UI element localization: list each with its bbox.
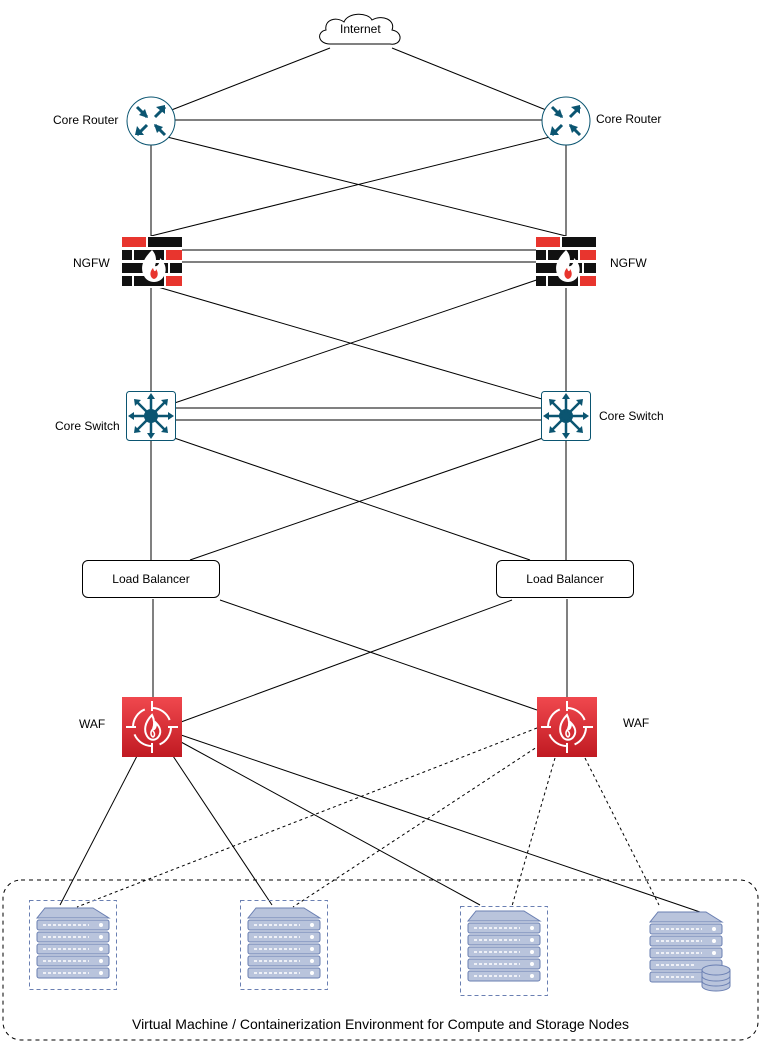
router-left-label: Core Router [53, 113, 119, 127]
environment-container [2, 879, 759, 1041]
link-internet-router-left [150, 47, 331, 119]
load-balancer-right: Load Balancer [496, 560, 634, 598]
load-balancer-left: Load Balancer [82, 560, 220, 598]
router-right-label: Core Router [596, 112, 662, 126]
link-internet-router-right [391, 47, 567, 119]
link-waf-left-node-1 [59, 755, 138, 906]
switch-right-label: Core Switch [599, 409, 664, 423]
cloud-icon [319, 13, 401, 45]
link-waf-right-node-2 [292, 744, 541, 908]
firewall-icon [122, 236, 182, 288]
router-icon [126, 96, 176, 146]
link-waf-right-node-3 [511, 757, 556, 907]
router-icon [541, 96, 591, 146]
database-icon [648, 911, 731, 992]
server-icon [460, 906, 548, 996]
waf-right-label: WAF [623, 716, 650, 730]
link-lb-left-waf-right [219, 599, 538, 711]
waf-icon [537, 697, 597, 757]
switch-left-label: Core Switch [55, 419, 120, 433]
link-ngfw-right-switch-left [150, 269, 567, 412]
link-switch-right-lb-left [189, 429, 567, 561]
link-router-right-ngfw-left [150, 132, 567, 237]
link-switch-left-lb-right [150, 429, 531, 561]
link-lb-right-waf-left [180, 599, 513, 723]
ngfw-left-label: NGFW [73, 256, 110, 270]
ngfw-right-label: NGFW [610, 256, 647, 270]
internet-label: Internet [340, 22, 381, 36]
link-waf-right-node-4 [584, 757, 660, 906]
link-waf-right-node-1 [76, 727, 538, 908]
firewall-icon [536, 236, 596, 288]
server-icon [29, 900, 117, 990]
link-ngfw-left-switch-right [150, 284, 567, 407]
switch-icon [541, 391, 591, 441]
environment-caption: Virtual Machine / Containerization Envir… [131, 1016, 629, 1032]
waf-icon [122, 697, 182, 757]
waf-left-label: WAF [79, 717, 106, 731]
link-waf-left-node-3 [180, 741, 481, 906]
link-waf-left-node-2 [172, 755, 273, 906]
link-waf-left-node-4 [180, 734, 701, 913]
server-icon [240, 900, 328, 990]
switch-icon [126, 391, 176, 441]
